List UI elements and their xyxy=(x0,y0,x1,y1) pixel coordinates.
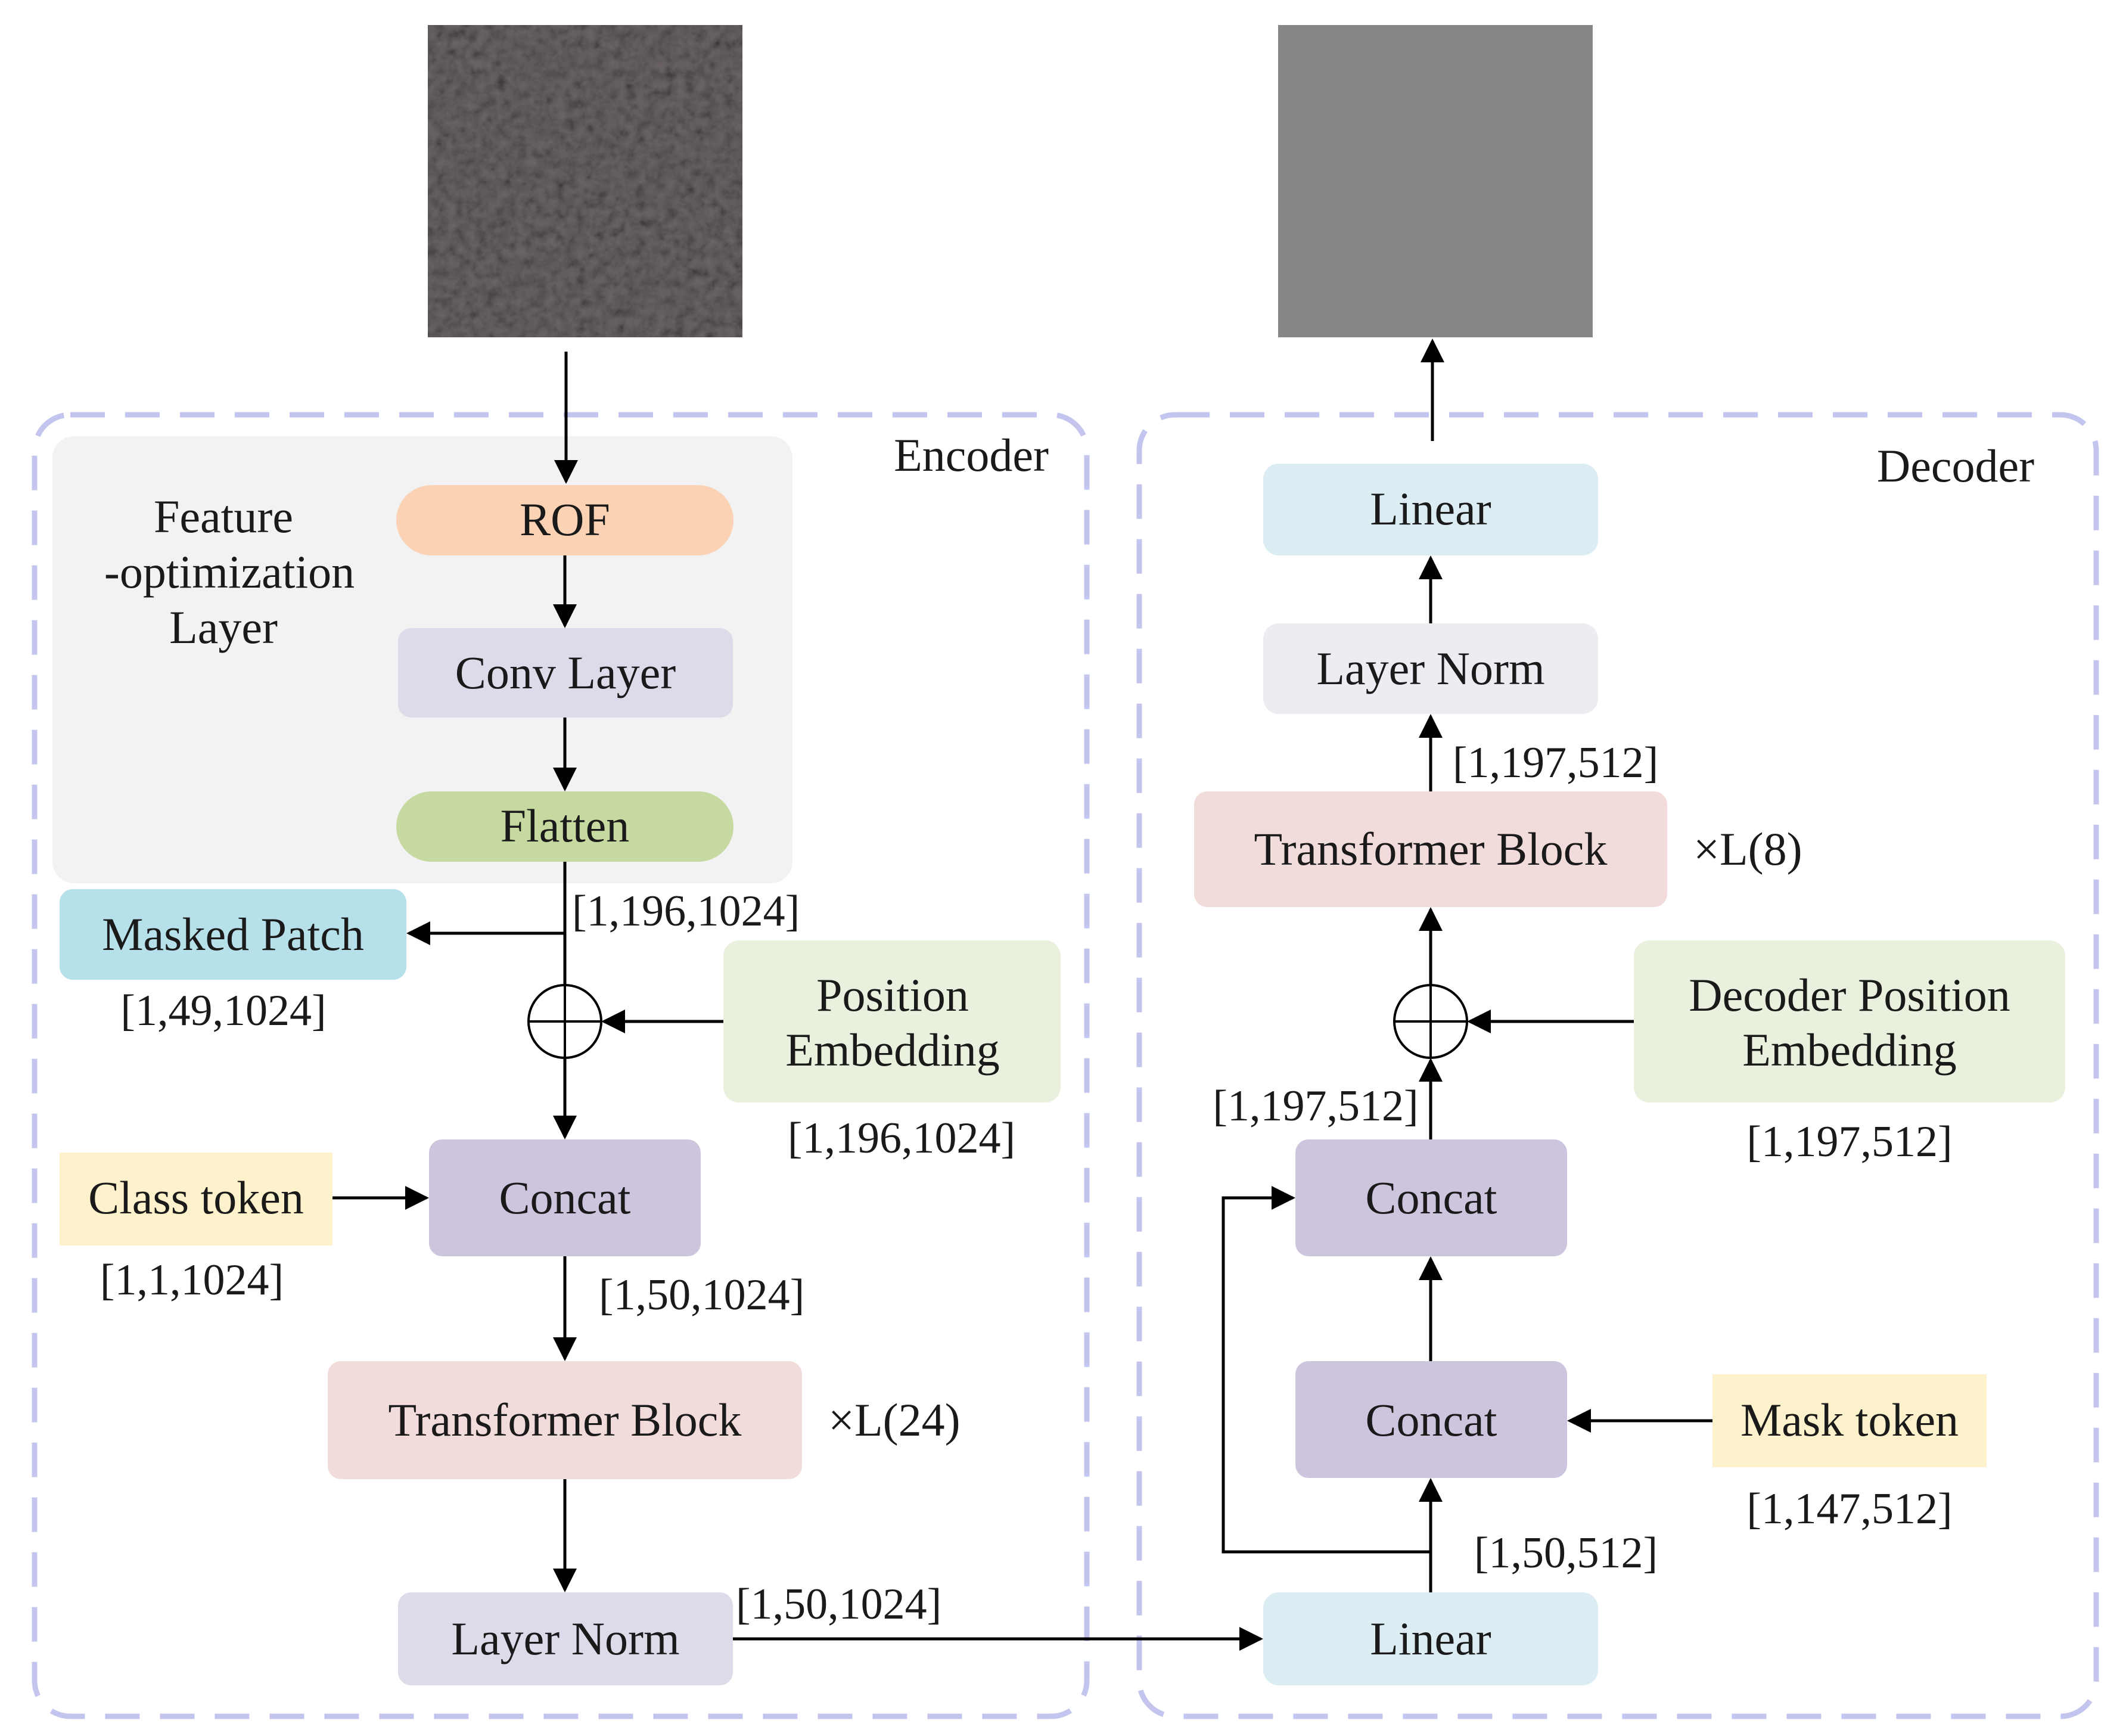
encoder-transformer-block-label: Transformer Block xyxy=(388,1394,742,1446)
decoder-concat-upper-label: Concat xyxy=(1366,1172,1497,1223)
flatten-box xyxy=(396,791,733,862)
position-embedding-box xyxy=(723,940,1061,1103)
output-reconstruction-image xyxy=(1278,25,1593,337)
decoder-position-embedding-label-line2: Embedding xyxy=(1742,1024,1957,1076)
mask-token-box xyxy=(1712,1374,1987,1467)
decoder-transformer-repeat: ×L(8) xyxy=(1693,823,1802,875)
decoder-linear-in-output-dim: [1,50,512] xyxy=(1474,1529,1658,1577)
decoder-position-embedding-box xyxy=(1634,940,2065,1103)
decoder-frame xyxy=(1136,412,2099,1719)
encoder-transformer-repeat: ×L(24) xyxy=(828,1394,961,1446)
decoder-transformer-block-box xyxy=(1194,791,1667,907)
mask-token-dim: [1,147,512] xyxy=(1746,1485,1952,1533)
decoder-linear-out-label: Linear xyxy=(1370,483,1491,535)
feature-group-label-line3: Layer xyxy=(169,601,278,653)
class-token-label: Class token xyxy=(88,1172,304,1223)
encoder-layer-norm-box xyxy=(398,1592,733,1685)
position-embedding-label-line2: Embedding xyxy=(785,1024,1000,1076)
decoder-transformer-block-label: Transformer Block xyxy=(1254,823,1608,875)
encoder-layer-norm-label: Layer Norm xyxy=(451,1613,679,1664)
conv-layer-label: Conv Layer xyxy=(455,647,676,698)
decoder-concat-lower-label: Concat xyxy=(1366,1394,1497,1446)
decoder-title: Decoder xyxy=(1877,440,2034,492)
decoder-transformer-output-dim: [1,197,512] xyxy=(1453,738,1658,787)
decoder-position-embedding-label-line1: Decoder Position xyxy=(1689,969,2010,1021)
encoder-transformer-block-box xyxy=(328,1361,802,1479)
encoder-title: Encoder xyxy=(894,429,1049,481)
position-embedding-label-line1: Position xyxy=(816,969,969,1021)
mask-token-label: Mask token xyxy=(1740,1394,1959,1446)
encoder-concat-box xyxy=(429,1139,701,1256)
decoder-concat-upper-box xyxy=(1295,1139,1567,1256)
decoder-linear-in-box xyxy=(1263,1592,1598,1685)
feature-group-label-line1: Feature xyxy=(154,490,293,542)
rof-label: ROF xyxy=(520,493,610,545)
encoder-concat-label: Concat xyxy=(499,1172,631,1223)
decoder-linear-out-box xyxy=(1263,464,1598,555)
position-embedding-dim: [1,196,1024] xyxy=(788,1114,1015,1163)
conv-layer-box xyxy=(398,628,733,718)
decoder-position-embedding-dim: [1,197,512] xyxy=(1746,1117,1952,1166)
class-token-box xyxy=(60,1153,332,1246)
encoder-concat-output-dim: [1,50,1024] xyxy=(599,1271,804,1319)
decoder-layer-norm-label: Layer Norm xyxy=(1316,642,1544,694)
flatten-label: Flatten xyxy=(501,800,630,852)
encoder-frame xyxy=(32,412,1090,1719)
decoder-linear-in-label: Linear xyxy=(1370,1613,1491,1664)
rof-box xyxy=(396,485,733,555)
decoder-layer-norm-box xyxy=(1263,623,1598,714)
input-texture-image xyxy=(428,25,742,337)
decoder-concat-lower-box xyxy=(1295,1361,1567,1478)
masked-patch-box xyxy=(60,889,406,980)
masked-patch-label: Masked Patch xyxy=(102,908,364,960)
decoder-concat-output-dim: [1,197,512] xyxy=(1213,1082,1418,1131)
feature-group-label-line2: -optimization xyxy=(104,546,355,598)
arrow-skip-linear-to-concat-upper xyxy=(1221,1186,1431,1554)
class-token-dim: [1,1,1024] xyxy=(100,1256,284,1305)
encoder-output-dim: [1,50,1024] xyxy=(736,1580,941,1629)
flatten-output-dim: [1,196,1024] xyxy=(572,887,800,936)
masked-patch-dim: [1,49,1024] xyxy=(120,986,326,1035)
